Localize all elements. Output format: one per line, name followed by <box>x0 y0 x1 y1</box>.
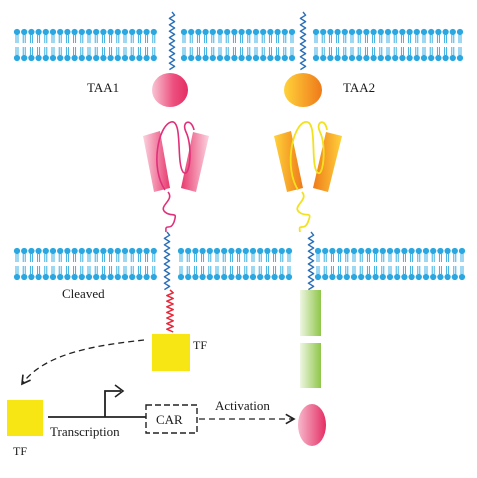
tf-box-attached <box>152 334 190 371</box>
tf-box-free <box>7 400 43 436</box>
taa1-label: TAA1 <box>87 80 119 95</box>
activation-domain-oval <box>298 404 326 446</box>
cleaved-label: Cleaved <box>62 286 105 301</box>
car-box <box>145 404 198 434</box>
right-receptor-binding-domain <box>274 121 342 233</box>
taa2-antigen <box>284 73 322 107</box>
car-label: CAR <box>156 412 183 427</box>
transmembrane-helices <box>163 11 315 333</box>
taa2-label: TAA2 <box>343 80 375 95</box>
tf-release-arrow <box>21 339 145 386</box>
costim-domain-lower <box>300 343 321 388</box>
activation-label: Activation <box>215 398 270 413</box>
left-receptor-binding-domain <box>143 121 209 233</box>
tf-label-free: TF <box>13 444 27 458</box>
costim-domain-upper <box>300 290 321 336</box>
tf-label-attached: TF <box>193 338 207 352</box>
promoter-arrow <box>48 384 146 418</box>
bottom-cell-membrane <box>13 247 466 281</box>
top-cell-membrane <box>13 28 464 62</box>
transcription-label: Transcription <box>50 424 120 439</box>
taa1-antigen <box>152 73 188 107</box>
